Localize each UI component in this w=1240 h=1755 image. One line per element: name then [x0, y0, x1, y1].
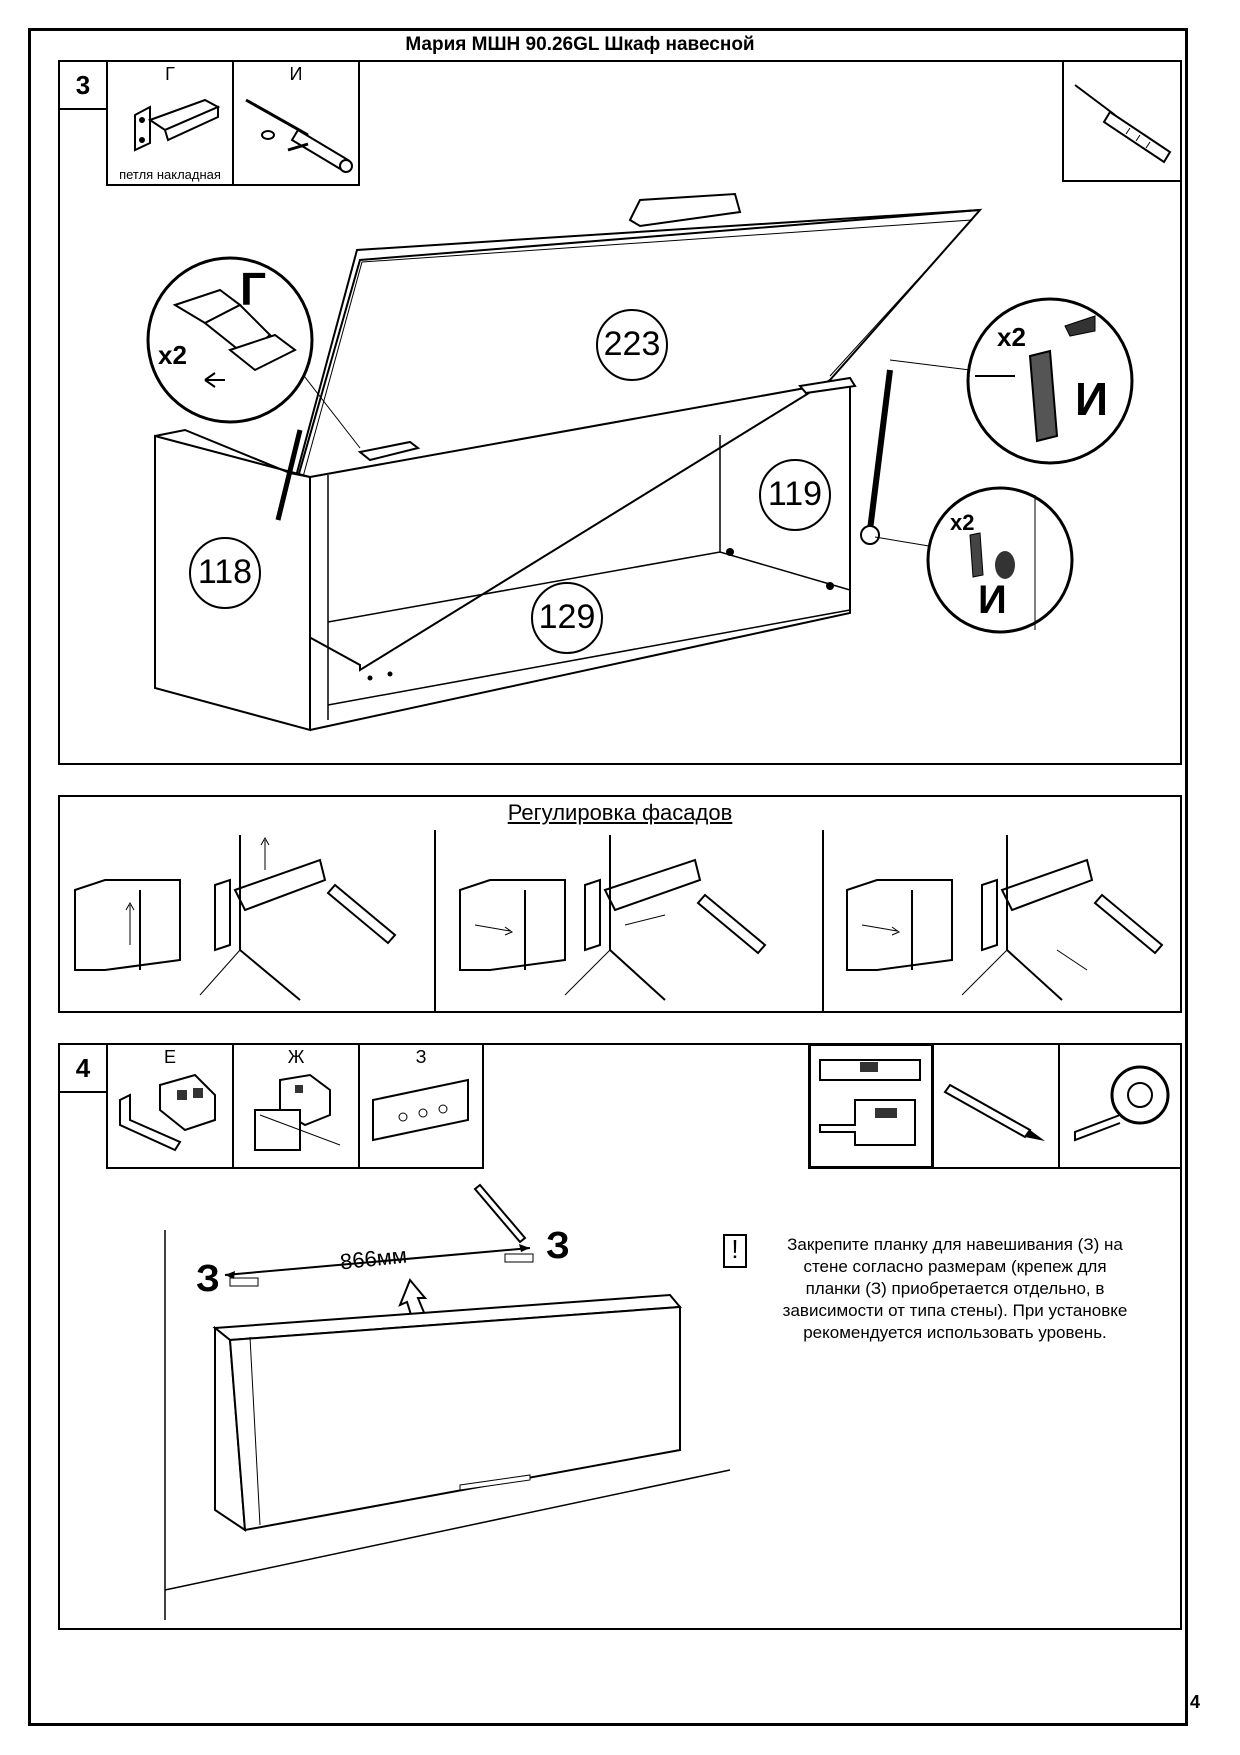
level-icon: [819, 1059, 921, 1146]
panel-label-side-right: 119: [767, 475, 823, 513]
part-letter-i: И: [289, 64, 303, 84]
lift-top-callout-circle: [966, 297, 1134, 465]
lift-top-callout-letter: И: [1075, 373, 1109, 425]
part-letter-e: Е: [163, 1047, 176, 1067]
pencil-icon: [943, 1083, 1045, 1141]
step4-number: 4: [75, 1053, 91, 1083]
adjust-title: Регулировка фасадов: [507, 800, 733, 825]
adjust-illustration-vertical: [74, 835, 397, 1001]
panel-label-bottom: 129: [538, 598, 596, 636]
adjust-illustration-horizontal: [459, 835, 767, 1001]
step3-panel: [58, 60, 1182, 765]
lift-top-callout-count: x2: [997, 322, 1026, 352]
lift-bottom-callout-circle: [926, 486, 1074, 634]
panel-label-top: 223: [603, 325, 661, 363]
adjust-divider-2: [822, 830, 824, 1013]
warning-box: [723, 1234, 747, 1268]
bracket-zh-part-icon: [254, 1073, 341, 1151]
hinge-callout-circle: [146, 256, 314, 424]
part-letter-g: Г: [165, 64, 175, 84]
note-line: зависимости от типа стены). При установк…: [782, 1301, 1128, 1320]
installation-note: Закрепите планку для навешивания (З) на …: [755, 1234, 1155, 1344]
note-line: рекомендуется использовать уровень.: [803, 1323, 1107, 1342]
hinge-callout-letter: Г: [240, 263, 267, 315]
adjust-illustration-depth: [846, 835, 1164, 1001]
hinge-callout-count: x2: [158, 340, 187, 370]
gas-lift-part-icon: [245, 98, 353, 173]
lift-bottom-callout-count: x2: [950, 510, 975, 535]
part-letter-z: З: [415, 1047, 427, 1067]
step3-number: 3: [75, 70, 91, 100]
document-title: Мария МШН 90.26GL Шкаф навесной: [405, 34, 755, 55]
note-line: Закрепите планку для навешивания (З) на: [787, 1235, 1123, 1254]
step4-tool-cell-tape: [1058, 1043, 1182, 1169]
tape-measure-icon: [1074, 1065, 1170, 1142]
adjust-panel: [58, 795, 1182, 1013]
page-number: 4: [1190, 1692, 1201, 1712]
note-line: стене согласно размерам (крепеж для: [803, 1257, 1107, 1276]
note-line: планки (З) приобретается отдельно, в: [805, 1279, 1105, 1298]
step3-tool-cell: [1062, 60, 1182, 182]
bracket-label-left: З: [196, 1258, 220, 1300]
step3-part-cell-i: [232, 60, 360, 186]
step4-part-cell-z: [358, 1043, 484, 1169]
page-frame: [28, 28, 1188, 1726]
wall-mount-drawing: [164, 1183, 731, 1620]
step4-panel: [58, 1043, 1182, 1630]
bracket-e-part-icon: [119, 1073, 216, 1152]
panel-label-circles: [189, 309, 831, 654]
screwdriver-icon: [1074, 84, 1172, 164]
adjust-divider-1: [434, 830, 436, 1013]
part-letter-zh: Ж: [287, 1047, 305, 1067]
lift-bottom-callout-letter: И: [978, 578, 1007, 622]
panel-label-side-left: 118: [197, 553, 253, 591]
hinge-part-icon: [134, 98, 221, 152]
part-caption-hinge: петля накладная: [119, 167, 221, 182]
warning-mark: !: [731, 1234, 739, 1264]
bracket-z-part-icon: [372, 1078, 469, 1142]
bracket-label-right: З: [546, 1225, 570, 1267]
